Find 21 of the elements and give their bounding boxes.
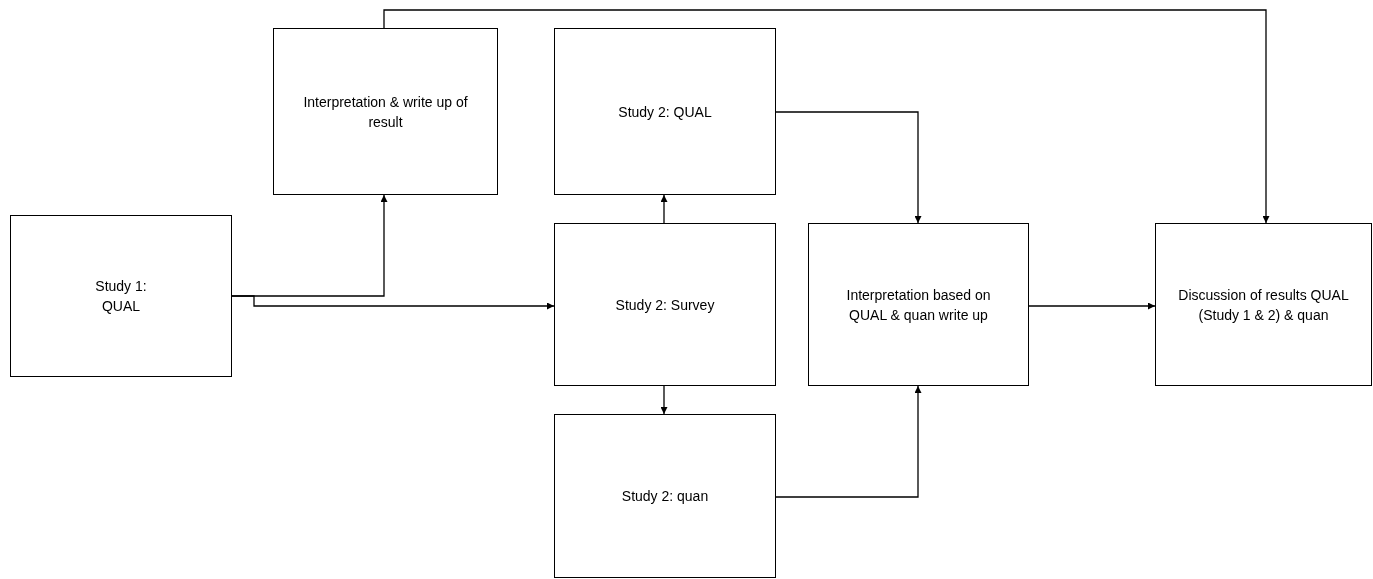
arrow <box>231 295 555 310</box>
process-box <box>10 215 232 377</box>
arrow <box>660 385 668 415</box>
box-label: Interpretation & write up of result <box>302 92 469 132</box>
process-box <box>554 414 776 578</box>
process-box <box>273 28 498 195</box>
process-box <box>554 223 776 386</box>
box-label: Study 1: QUAL <box>94 277 148 316</box>
arrow <box>775 111 922 224</box>
process-box <box>554 28 776 195</box>
arrow <box>775 385 922 498</box>
arrow <box>660 194 668 224</box>
box-label: Discussion of results QUAL (Study 1 & 2) & quan <box>1177 285 1350 325</box>
box-label: Study 2: QUAL <box>618 102 712 122</box>
process-box <box>1155 223 1372 386</box>
box-label: Study 2: Survey <box>615 295 715 315</box>
arrow <box>1028 302 1156 310</box>
process-box <box>808 223 1029 386</box>
box-label: Study 2: quan <box>621 487 709 506</box>
box-label: Interpretation based on QUAL & quan write up <box>845 285 992 325</box>
arrow <box>383 9 1270 224</box>
